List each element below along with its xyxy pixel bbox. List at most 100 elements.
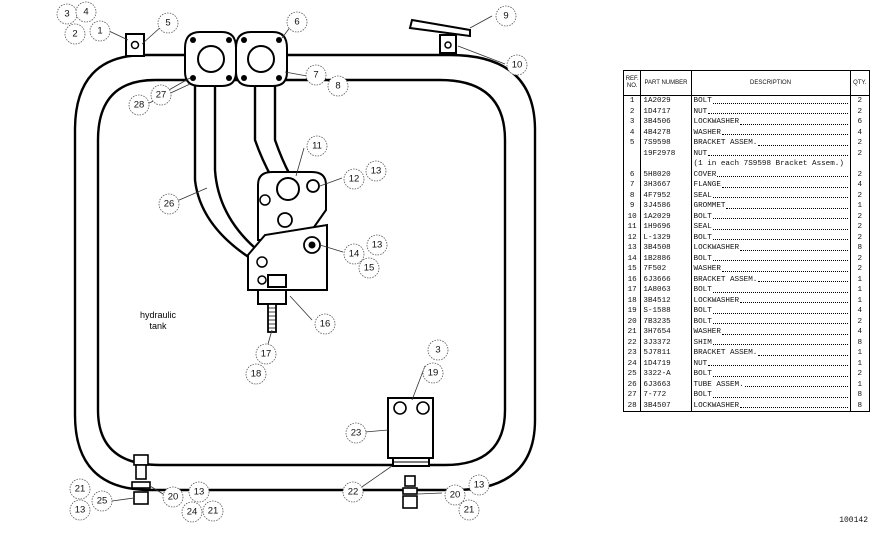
description-line: SEAL (694, 191, 848, 202)
quantity: 1 (849, 274, 871, 285)
quantity: 2 (849, 222, 871, 233)
figure-number: 100142 (839, 516, 868, 525)
quantity: 4 (849, 327, 871, 338)
description-text: NUT (693, 107, 708, 116)
description-line: BOLT (694, 233, 848, 244)
leader-dots (708, 113, 848, 114)
callout-label: 27 (156, 90, 167, 101)
callout-balloon: 12 (343, 168, 365, 190)
leader-dots (758, 354, 848, 356)
callout-circle (358, 257, 380, 279)
description-text: WASHER (693, 328, 721, 336)
callout-balloon: 10 (506, 54, 528, 76)
description-text: BRACKET ASSEM. (693, 139, 758, 147)
part-number: 3H3667 (640, 180, 692, 191)
part-number: 4F7952 (640, 190, 692, 201)
parts-table-header: REF. NO. PART NUMBER DESCRIPTION QTY. (622, 70, 871, 96)
leader-dots (758, 144, 848, 146)
header-ref-no: REF. NO. (622, 70, 642, 96)
part-number: 7-772 (640, 390, 692, 401)
part-number: 3322-A (640, 369, 692, 380)
quantity: 1 (849, 379, 871, 390)
callout-circle (342, 481, 364, 503)
callout-balloon: 26 (158, 193, 180, 215)
ref-number: 13 (622, 243, 642, 254)
part-number (640, 159, 692, 170)
description-text: BOLT (693, 212, 712, 221)
tank-label-line1: hydraulic (140, 310, 177, 320)
callout-label: 1 (97, 26, 102, 37)
quantity: 2 (849, 253, 871, 264)
callout-label: 11 (312, 141, 322, 152)
part-number: 1D4717 (640, 106, 692, 117)
callout-label: 22 (348, 487, 359, 498)
quantity: 6 (849, 117, 871, 128)
description-line: LOCKWASHER (694, 243, 848, 254)
part-number: 3H7654 (640, 327, 692, 338)
quantity: 2 (849, 232, 871, 243)
description-text: TUBE ASSEM. (693, 380, 744, 389)
callout-balloon: 27 (150, 84, 172, 106)
part-number: 19F2978 (640, 148, 692, 159)
description-text: BOLT (693, 286, 712, 294)
callout-label: 23 (351, 428, 362, 439)
ref-number: 10 (622, 211, 642, 222)
callout-circle (188, 481, 210, 503)
description-line: TUBE ASSEM. (694, 380, 848, 391)
description: BOLT (690, 211, 851, 222)
quantity: 2 (849, 264, 871, 275)
callout-balloon: 21 (458, 499, 480, 521)
callout-circle (69, 499, 91, 521)
part-number: 6J3666 (640, 274, 692, 285)
description-line: WASHER (694, 264, 848, 275)
quantity: 8 (849, 400, 871, 412)
quantity: 8 (849, 337, 871, 348)
callout-label: 12 (349, 174, 360, 185)
description-line: NUT (694, 149, 848, 160)
quantity: 1 (849, 295, 871, 306)
leader-dots (740, 123, 848, 125)
callout-circle (75, 1, 97, 23)
callout-circle (69, 478, 91, 500)
ref-number: 4 (622, 127, 642, 138)
ref-number: 2 (622, 106, 642, 117)
callout-label: 9 (503, 11, 508, 22)
quantity: 2 (849, 190, 871, 201)
description-text: BOLT (693, 391, 712, 399)
description: SEAL (690, 190, 851, 202)
parts-row: (1 in each 7S9598 Bracket Assem.) (622, 159, 871, 170)
quantity: 2 (849, 106, 871, 117)
callout-label: 16 (320, 319, 331, 330)
description-text: LOCKWASHER (693, 244, 740, 252)
leader-dots (740, 249, 848, 251)
callout-circle (181, 501, 203, 523)
callout-balloon: 3 (56, 3, 78, 25)
description-line: (1 in each 7S9598 Bracket Assem.) (694, 159, 848, 170)
description: GROMMET (690, 201, 851, 212)
description: BRACKET ASSEM. (690, 348, 851, 359)
description: LOCKWASHER (690, 295, 851, 306)
part-number: 5J7811 (640, 348, 692, 359)
callout-label: 21 (208, 506, 219, 517)
callout-balloon: 14 (343, 243, 365, 265)
ref-number: 25 (622, 369, 642, 380)
callout-label: 7 (313, 70, 318, 81)
description-line: NUT (694, 107, 848, 118)
ref-number: 9 (622, 201, 642, 212)
callout-label: 13 (474, 480, 485, 491)
quantity: 8 (849, 390, 871, 401)
callout-circle (128, 94, 150, 116)
callout-balloon: 15 (358, 257, 380, 279)
callout-balloon: 1 (89, 20, 111, 42)
leader-dots (712, 218, 848, 219)
description: LOCKWASHER (690, 243, 851, 254)
